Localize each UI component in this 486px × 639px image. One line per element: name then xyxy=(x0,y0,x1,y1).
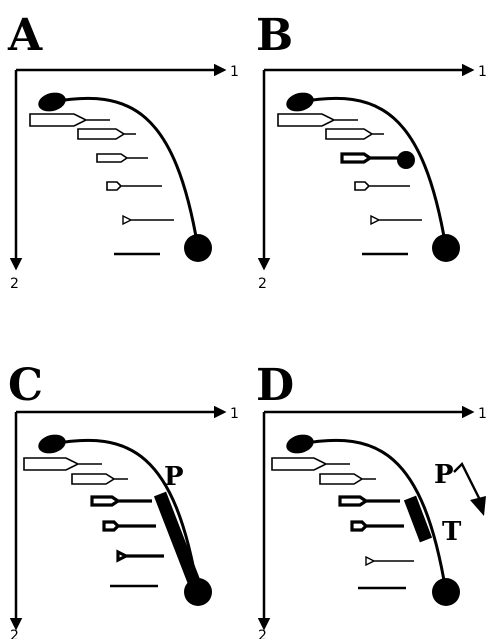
panel-letter: C xyxy=(8,360,43,411)
growth-curve xyxy=(299,96,448,249)
top-blob xyxy=(286,92,314,112)
p-to-t-arrowhead xyxy=(470,496,486,516)
thick-segment xyxy=(153,491,205,595)
flag-4 xyxy=(354,181,410,191)
axis-x-label: 1 xyxy=(230,64,239,80)
bottom-ball xyxy=(432,234,460,262)
flag-4 xyxy=(350,520,404,532)
flag-2 xyxy=(71,473,128,485)
axis-x-label: 1 xyxy=(230,406,239,422)
bottom-ball xyxy=(432,578,460,606)
marker-t: T xyxy=(442,517,462,547)
growth-curve xyxy=(299,438,448,593)
thick-segment xyxy=(403,495,433,543)
panel-letter: B xyxy=(256,10,293,61)
axis-y-label: 2 xyxy=(258,276,267,292)
bottom-ball xyxy=(184,578,212,606)
axis-y-label: 2 xyxy=(10,276,19,292)
flag-2 xyxy=(325,128,384,140)
top-blob xyxy=(38,434,66,454)
flag-3 xyxy=(340,152,398,164)
top-blob xyxy=(38,92,66,112)
flag-3 xyxy=(90,495,152,507)
flag-3 xyxy=(338,495,400,507)
flag-5 xyxy=(365,555,414,567)
bottom-ball xyxy=(184,234,212,262)
flag-1 xyxy=(23,457,102,471)
flag-4 xyxy=(102,520,156,532)
axis-x-label: 1 xyxy=(478,64,486,80)
panel-c: C 1 2 P xyxy=(8,360,239,639)
panel-letter: A xyxy=(7,10,43,61)
flag-5 xyxy=(370,214,422,226)
flag-5 xyxy=(122,214,174,226)
flag-3 xyxy=(96,153,148,163)
axis-y-label: 2 xyxy=(10,628,19,639)
panel-a: A 1 2 xyxy=(7,10,239,292)
middle-dot xyxy=(397,151,415,169)
flag-1 xyxy=(271,457,350,471)
growth-curve xyxy=(51,438,200,593)
panel-b: B 1 2 xyxy=(256,10,486,292)
flag-2 xyxy=(319,473,376,485)
marker-p: P xyxy=(164,462,184,492)
flag-1 xyxy=(29,113,110,127)
flag-5 xyxy=(116,549,164,563)
axis-y-label: 2 xyxy=(258,628,267,639)
flag-4 xyxy=(106,181,162,191)
axis-x-label: 1 xyxy=(478,406,486,422)
flag-2 xyxy=(77,128,136,140)
panel-d: D 1 2 P T xyxy=(256,360,486,639)
flag-1 xyxy=(277,113,358,127)
growth-curve xyxy=(51,96,200,249)
top-blob xyxy=(286,434,314,454)
p-to-t-arrow xyxy=(453,461,482,501)
marker-p: P xyxy=(434,460,454,490)
panel-letter: D xyxy=(256,360,294,411)
